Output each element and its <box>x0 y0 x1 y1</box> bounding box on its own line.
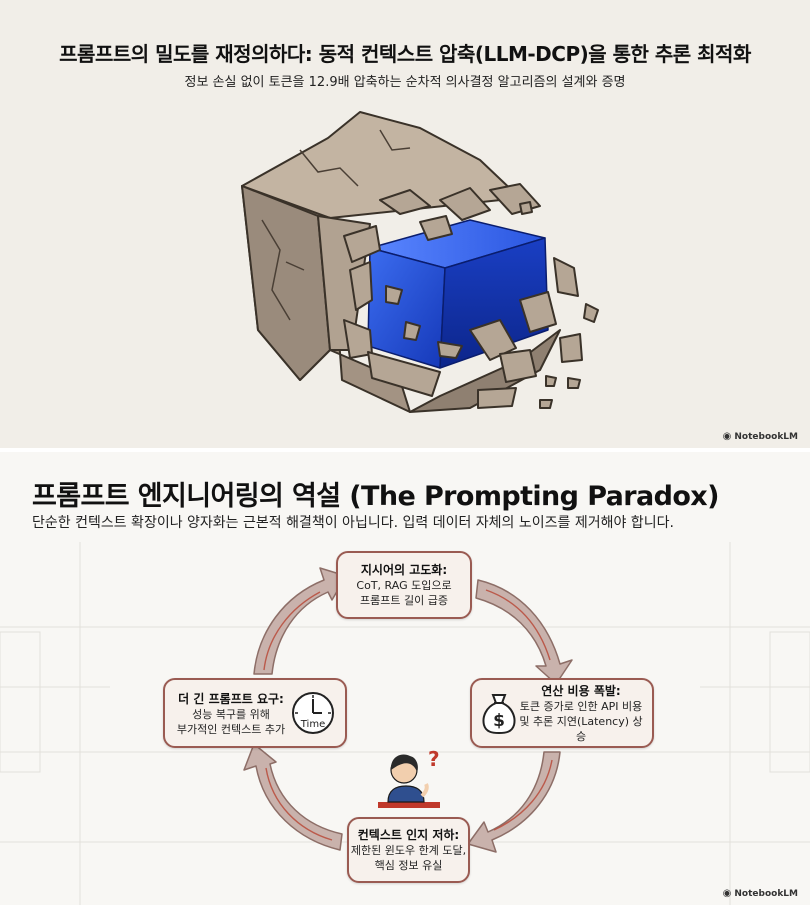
clock-icon: Time <box>289 689 337 737</box>
question-mark: ? <box>428 748 440 771</box>
clock-time-label: Time <box>300 719 325 730</box>
notebooklm-brand: ◉ NotebookLM <box>723 888 798 899</box>
step-line1: 제한된 윈도우 한계 도달, <box>349 843 468 858</box>
notebooklm-logo-icon: ◉ <box>723 888 732 899</box>
money-symbol: $ <box>493 711 505 731</box>
step-line1: 토큰 증가로 인한 API 비용 <box>518 699 644 714</box>
brand-label: NotebookLM <box>734 889 798 899</box>
money-bag-icon: $ <box>480 691 518 735</box>
cycle-step-instruction-upgrade: 지시어의 고도화: CoT, RAG 도입으로 프롬프트 길이 급증 <box>336 551 472 619</box>
step-line1: 성능 복구를 위해 <box>173 707 289 722</box>
step-line2: 프롬프트 길이 급증 <box>338 593 470 608</box>
step-line2: 및 추론 지연(Latency) 상승 <box>518 714 644 744</box>
step-line2: 핵심 정보 유실 <box>349 858 468 873</box>
step-title: 지시어의 고도화: <box>338 561 470 578</box>
step-title: 더 긴 프롬프트 요구: <box>173 690 289 707</box>
brand-label: NotebookLM <box>734 432 798 442</box>
notebooklm-logo-icon: ◉ <box>723 431 732 442</box>
arrow-top-to-right <box>476 580 572 684</box>
confused-person-icon: ? <box>372 748 444 812</box>
cycle-step-cost-explosion: $ 연산 비용 폭발: 토큰 증가로 인한 API 비용 및 추론 지연(Lat… <box>470 678 654 748</box>
slide-dcp-title: 프롬프트의 밀도를 재정의하다: 동적 컨텍스트 압축(LLM-DCP)을 통한… <box>0 0 810 448</box>
step-line2: 부가적인 컨텍스트 추가 <box>173 722 289 737</box>
step-line1: CoT, RAG 도입으로 <box>338 578 470 593</box>
step-title: 연산 비용 폭발: <box>518 682 644 699</box>
notebooklm-brand: ◉ NotebookLM <box>723 431 798 442</box>
cycle-step-longer-prompt: 더 긴 프롬프트 요구: 성능 복구를 위해 부가적인 컨텍스트 추가 Time <box>163 678 347 748</box>
arrow-bottom-to-left <box>244 744 342 850</box>
cycle-step-context-degradation: 컨텍스트 인지 저하: 제한된 윈도우 한계 도달, 핵심 정보 유실 <box>347 817 470 883</box>
slide-prompting-paradox: 프롬프트 엔지니어링의 역설 (The Prompting Paradox) 단… <box>0 452 810 905</box>
arrow-right-to-bottom <box>468 752 560 852</box>
step-title: 컨텍스트 인지 저하: <box>349 826 468 843</box>
broken-stone-block-illustration <box>0 0 810 448</box>
arrow-left-to-top <box>254 568 346 674</box>
